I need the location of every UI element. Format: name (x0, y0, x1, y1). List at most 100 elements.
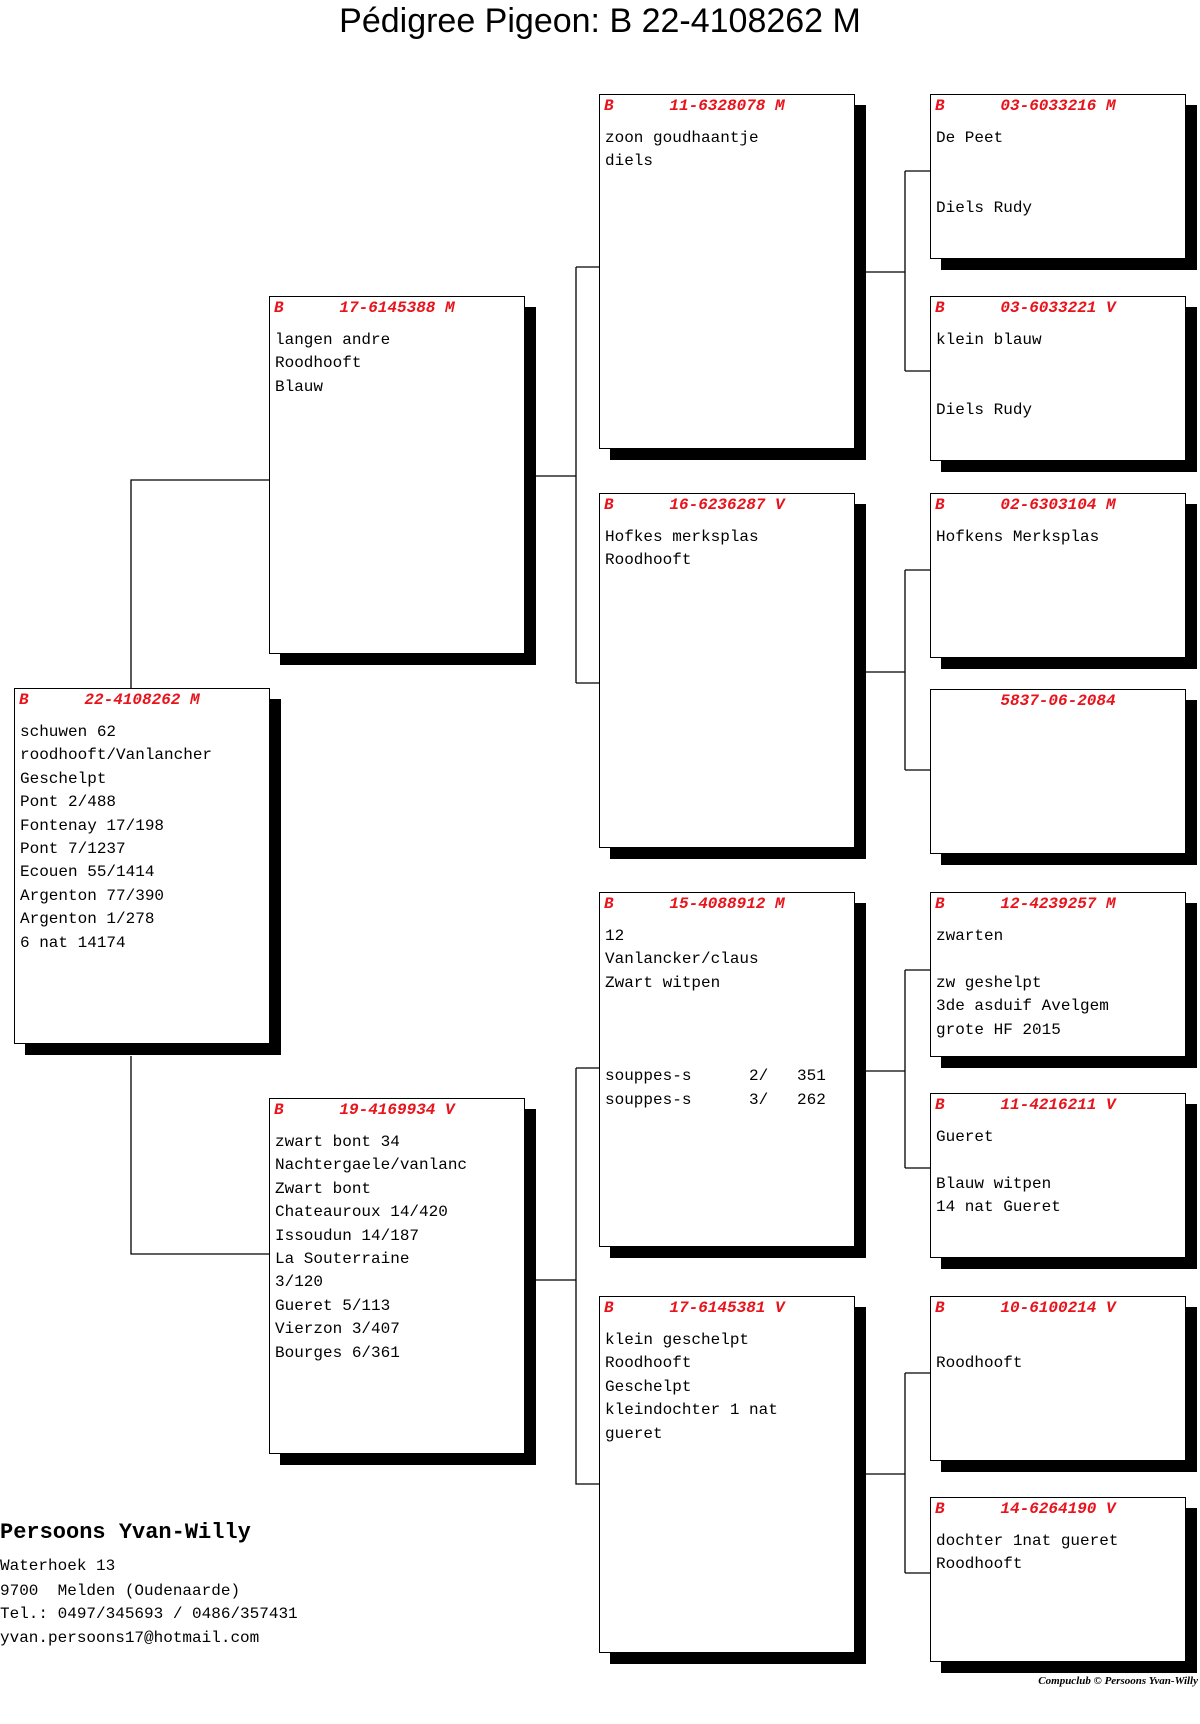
pigeon-info-line: Argenton 77/390 (20, 886, 165, 905)
connector-sire (536, 266, 599, 684)
country-code: B (19, 691, 29, 709)
pigeon-info-line: Geschelpt (20, 769, 107, 788)
pigeon-info-line: Diels Rudy (936, 401, 1033, 420)
pigeon-info-line: schuwen 62 (20, 723, 117, 741)
connector-dd (866, 1372, 930, 1574)
pigeon-info-line: Roodhooft (936, 1555, 1023, 1574)
pigeon-info-line: dochter 1nat gueret (936, 1532, 1119, 1550)
pigeon-card-sd-sire[interactable]: B 02-6303104 M Hofkens Merksplas (930, 493, 1186, 658)
pigeon-info-line: Hofkes merksplas (605, 528, 759, 546)
country-code: B (935, 1500, 945, 1518)
ring-number-header: B 15-4088912 M (604, 895, 850, 917)
connector-dam (536, 1067, 599, 1485)
pigeon-info-line: klein blauw (936, 331, 1042, 349)
country-code: B (604, 97, 614, 115)
ring-number: 17-6145388 M (339, 299, 455, 317)
ring-number: 03-6033221 V (1000, 299, 1116, 317)
pigeon-info-line: zwart bont 34 (275, 1133, 400, 1151)
pigeon-info-line: Geschelpt (605, 1377, 692, 1396)
pigeon-info-line: klein geschelpt (605, 1331, 750, 1349)
pigeon-info-line: Issoudun 14/187 (275, 1226, 420, 1245)
pigeon-info-line: 3de asduif Avelgem (936, 997, 1109, 1016)
pigeon-info-line: zoon goudhaantje (605, 129, 759, 147)
pigeon-info-line: Vierzon 3/407 (275, 1320, 400, 1339)
pigeon-info-line: kleindochter 1 nat (605, 1401, 778, 1420)
pigeon-info-line: Gueret (936, 1128, 994, 1146)
pigeon-info-line: grote HF 2015 (936, 1020, 1061, 1039)
ring-number: 5837-06-2084 (1000, 692, 1116, 710)
ring-number: 03-6033216 M (1000, 97, 1116, 115)
pigeon-info-line: 3/120 (275, 1273, 324, 1292)
pigeon-info-line: Zwart witpen (605, 973, 721, 992)
pigeon-info-line: Pont 2/488 (20, 793, 117, 812)
ring-number-header: B 02-6303104 M (935, 496, 1181, 518)
pigeon-info-line: Roodhooft (936, 1354, 1023, 1373)
pigeon-info-line: Gueret 5/113 (275, 1296, 391, 1315)
pigeon-info-line: Nachtergaele/vanlanc (275, 1156, 468, 1175)
pigeon-info-line: souppes-s 3/ 262 (605, 1090, 826, 1109)
pigeon-info-line: Roodhooft (605, 1354, 692, 1373)
pigeon-info-line: De Peet (936, 129, 1004, 147)
country-code: B (935, 496, 945, 514)
ring-number: 17-6145381 V (669, 1299, 785, 1317)
pigeon-card-subject[interactable]: B 22-4108262 M schuwen 62 roodhooft/Vanlanc… (14, 688, 270, 1044)
country-code: B (274, 299, 284, 317)
connector-subject (130, 479, 269, 1255)
pigeon-info-line: La Souterraine (275, 1250, 410, 1268)
owner-phone: Tel.: 0497/345693 / 0486/357431 (0, 1605, 298, 1623)
ring-number: 02-6303104 M (1000, 496, 1116, 514)
pigeon-info-line: zwarten (936, 927, 1004, 945)
pigeon-info-line: zw geshelpt (936, 973, 1042, 992)
country-code: B (604, 496, 614, 514)
pigeon-info-line: Ecouen 55/1414 (20, 863, 155, 882)
owner-email[interactable]: yvan.persoons17@hotmail.com (0, 1629, 260, 1647)
ring-number-header: 5837-06-2084 (935, 692, 1181, 714)
ring-number: 15-4088912 M (669, 895, 785, 913)
ring-number: 22-4108262 M (84, 691, 200, 709)
pigeon-info-line: roodhooft/Vanlancher (20, 746, 213, 765)
connector-ss (866, 170, 930, 372)
ring-number-header: B 17-6145381 V (604, 1299, 850, 1321)
country-code: B (604, 895, 614, 913)
owner-name: Persoons Yvan-Willy (0, 1520, 251, 1545)
pigeon-info-line: langen andre (275, 331, 391, 349)
pigeon-info-line: Bourges 6/361 (275, 1343, 400, 1362)
pigeon-info-line: Blauw (275, 377, 324, 396)
ring-number: 14-6264190 V (1000, 1500, 1116, 1518)
pigeon-info-line: Vanlancker/claus (605, 950, 759, 969)
pigeon-info-line: 6 nat 14174 (20, 933, 126, 952)
country-code: B (935, 299, 945, 317)
pigeon-info-line: gueret (605, 1424, 663, 1443)
pigeon-info-line: Pont 7/1237 (20, 840, 126, 858)
pigeon-card-sd-dam[interactable]: 5837-06-2084 (930, 689, 1186, 854)
country-code: B (604, 1299, 614, 1317)
pigeon-info-line: Hofkens Merksplas (936, 528, 1100, 546)
pigeon-info-line: Argenton 1/278 (20, 910, 155, 929)
country-code: B (935, 1096, 945, 1114)
ring-number-header: B 17-6145388 M (274, 299, 520, 321)
country-code: B (935, 895, 945, 913)
page-title: Pédigree Pigeon: B 22-4108262 M (339, 2, 861, 40)
pigeon-info-line: Fontenay 17/198 (20, 816, 165, 835)
connector-ds (866, 969, 930, 1169)
pigeon-info-line: Diels Rudy (936, 199, 1033, 218)
owner-city: 9700 Melden (Oudenaarde) (0, 1582, 241, 1600)
